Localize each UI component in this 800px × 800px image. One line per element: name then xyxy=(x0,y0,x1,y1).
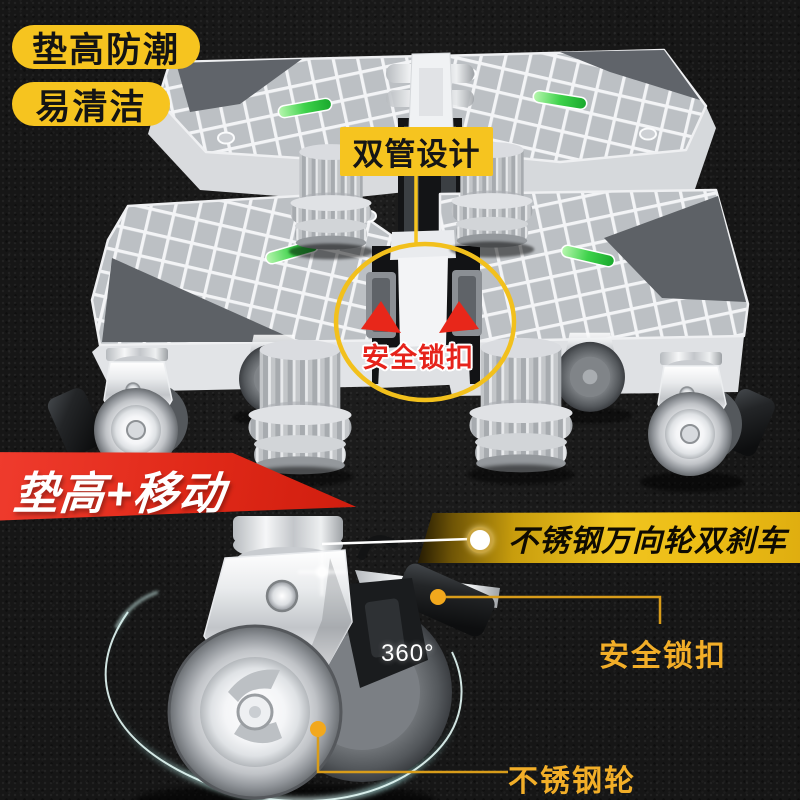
double-tube-label: 双管设计 xyxy=(340,127,493,176)
feature-banner-label: 不锈钢万向轮双刹车 xyxy=(508,524,787,558)
rotation-degree-label: 360° xyxy=(381,640,435,667)
badge-easy-clean: 易清洁 xyxy=(12,82,170,127)
callout-dot xyxy=(467,527,493,553)
sparkle-icon xyxy=(298,548,346,596)
rotation-arc-icon xyxy=(102,590,465,800)
section-banner-label: 垫高+移动 xyxy=(11,468,228,519)
safety-lock-callout-label: 安全锁扣 xyxy=(599,640,727,673)
wheel-material-callout-label: 不锈钢轮 xyxy=(508,765,636,798)
bolt-icon xyxy=(265,579,299,613)
safety-lock-text: 安全锁扣 xyxy=(362,343,474,373)
badge-moisture-proof: 垫高防潮 xyxy=(12,25,200,70)
adjustable-foot-front-left xyxy=(246,340,354,487)
caster-front-right xyxy=(640,352,775,492)
caster-front-left xyxy=(47,348,190,488)
brake-pedal-icon xyxy=(47,388,104,456)
